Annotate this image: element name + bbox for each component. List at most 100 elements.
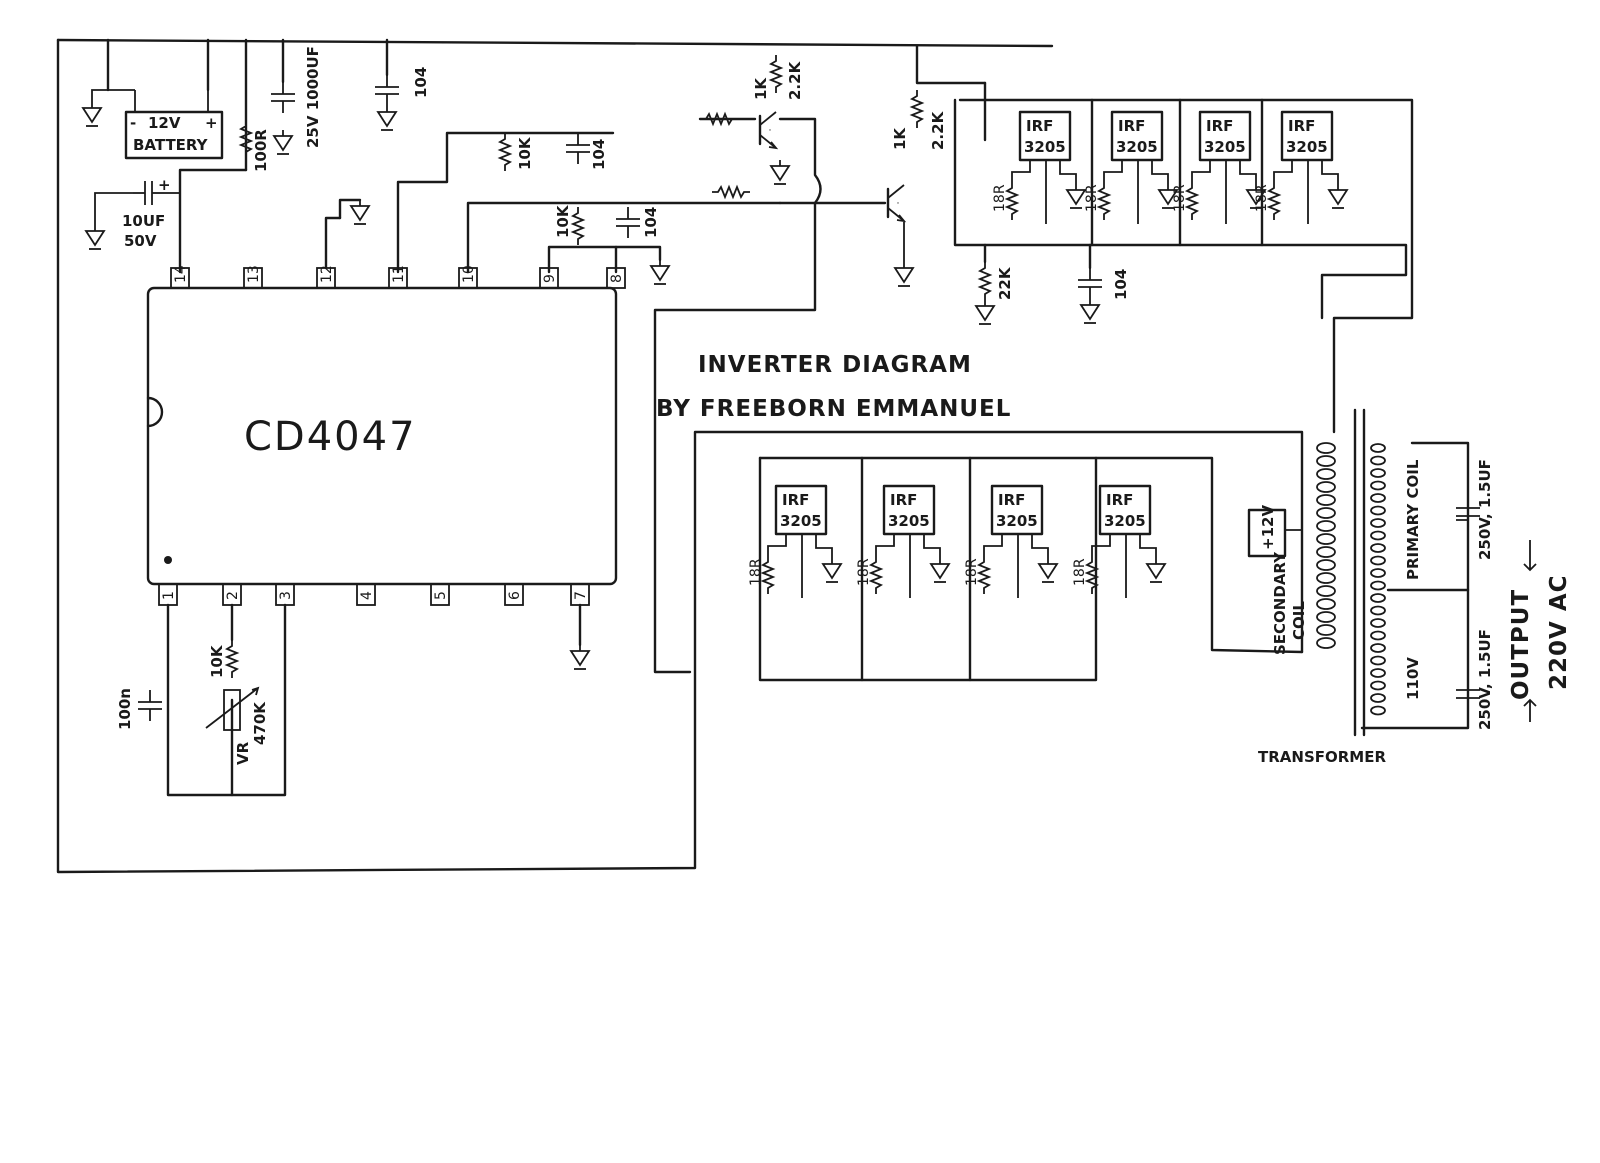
arrow-up-icon [1523, 698, 1537, 722]
resistor-10k [226, 639, 238, 679]
ic-pin-label: 12 [319, 265, 335, 283]
frequency-control: 100n 10K VR 470K [116, 639, 590, 765]
ground-icon [975, 299, 995, 325]
ic-pin [430, 583, 450, 606]
mosfet-part: 3205 [1024, 138, 1066, 156]
ground-icon [85, 224, 105, 250]
ground-icon [377, 105, 397, 131]
secondary-label-1: SECONDARY [1271, 551, 1289, 655]
battery: - 12V + BATTERY [82, 89, 224, 160]
resistor-2k2 [770, 54, 782, 94]
mosfet-label: IRF [998, 491, 1025, 509]
supply-tap-label: +12V [1259, 505, 1277, 550]
wiring [56, 38, 1470, 874]
transformer: +12V SECONDARY COIL PRIMARY COIL 110V TR… [1247, 408, 1422, 766]
gate-resistor-label: 18R [1072, 558, 1088, 586]
resistor-2k2 [911, 89, 923, 129]
mosfet-irf3205: IRF 3205 18R [748, 484, 842, 598]
c-104-label: 104 [412, 67, 430, 98]
c-104-b-label: 104 [590, 139, 608, 170]
capacitor-104 [1077, 267, 1103, 300]
r-10k-c-label: 10K [208, 644, 226, 678]
ic-pin [222, 583, 242, 606]
ic-pin-label: 1 [161, 591, 177, 600]
title-line-2: BY FREEBORN EMMANUEL [656, 396, 1011, 422]
ic-pin-label: 14 [173, 265, 189, 283]
c-100n-label: 100n [116, 688, 134, 730]
ground-icon [894, 261, 914, 287]
resistor-10k [572, 206, 584, 246]
vr-value: 470K [251, 701, 269, 745]
c-10uf-plus: + [158, 176, 171, 194]
ic-pin [316, 267, 336, 289]
resistor-10k [499, 132, 511, 172]
mosfet-part: 3205 [780, 512, 822, 530]
title-line-1: INVERTER DIAGRAM [698, 352, 972, 378]
mosfet-part: 3205 [1204, 138, 1246, 156]
ground-icon [770, 159, 790, 185]
battery-plus: + [205, 114, 218, 132]
mosfet-label: IRF [1288, 117, 1315, 135]
capacitor-100n [137, 689, 163, 722]
resistor-22k [979, 261, 991, 301]
mosfet-label: IRF [782, 491, 809, 509]
resistor-18r [762, 555, 774, 595]
gate-resistor-label: 18R [1254, 184, 1270, 212]
driver-stage: 1K 2.2K 1K 2.2K [699, 54, 947, 287]
r-1k-a-label: 1K [752, 77, 770, 100]
ic-pin-label: 10 [461, 265, 477, 283]
mosfet-label: IRF [890, 491, 917, 509]
resistor-18r [1268, 181, 1280, 221]
ic-pin [539, 267, 559, 289]
r-100r-label: 100R [252, 129, 270, 172]
capacitor-104 [615, 206, 641, 239]
tap-110-label: 110V [1404, 657, 1422, 700]
mosfet-label: IRF [1106, 491, 1133, 509]
mosfet-part: 3205 [1116, 138, 1158, 156]
ground-icon [1146, 557, 1166, 583]
mosfet-label: IRF [1118, 117, 1145, 135]
npn-transistor-icon [758, 110, 778, 150]
resistor-100r [240, 119, 252, 159]
resistor-18r [870, 555, 882, 595]
gate-resistor-label: 18R [992, 184, 1008, 212]
resistor-1k [699, 113, 739, 125]
c-1000uf-label: 25V 1000UF [304, 46, 322, 148]
ground-icon [1080, 298, 1100, 324]
ic-pin [243, 267, 263, 289]
vr-label: VR [234, 741, 252, 765]
gate-resistor-label: 18R [856, 558, 872, 586]
ic-pin [606, 267, 626, 289]
r-1k-b-label: 1K [891, 127, 909, 150]
output-label-1: OUTPUT [1508, 589, 1534, 700]
ground-icon [930, 557, 950, 583]
mosfet-part: 3205 [1104, 512, 1146, 530]
secondary-label-2: COIL [1290, 601, 1308, 640]
ic-pin-label: 2 [225, 591, 241, 600]
gate-resistor-label: 18R [748, 558, 764, 586]
gate-resistor-label: 18R [964, 558, 980, 586]
mosfet-label: IRF [1206, 117, 1233, 135]
upper-bank-bias: 22K 104 [975, 261, 1130, 325]
ic-label: CD4047 [244, 414, 417, 460]
transformer-label: TRANSFORMER [1258, 748, 1386, 766]
primary-coil-icon [1370, 443, 1386, 716]
c-104-c-label: 104 [642, 207, 660, 238]
ic-pin-label: 3 [278, 591, 294, 600]
ground-icon [82, 101, 102, 127]
output-cap-2-label: 250V, 1.5UF [1476, 629, 1494, 730]
gate-resistor-label: 18R [1172, 184, 1188, 212]
resistor-18r [1098, 181, 1110, 221]
c-104-d-label: 104 [1112, 269, 1130, 300]
ic-pin-label: 7 [573, 591, 589, 600]
r-10k-a-label: 10K [516, 136, 534, 170]
ground-icon [1038, 557, 1058, 583]
capacitor-104 [374, 74, 400, 107]
mosfet-irf3205: IRF 3205 18R [1072, 484, 1166, 598]
ic-pin [504, 583, 524, 606]
r-22k-c-label: 22K [996, 266, 1014, 300]
title-block: INVERTER DIAGRAM BY FREEBORN EMMANUEL [656, 352, 1011, 422]
